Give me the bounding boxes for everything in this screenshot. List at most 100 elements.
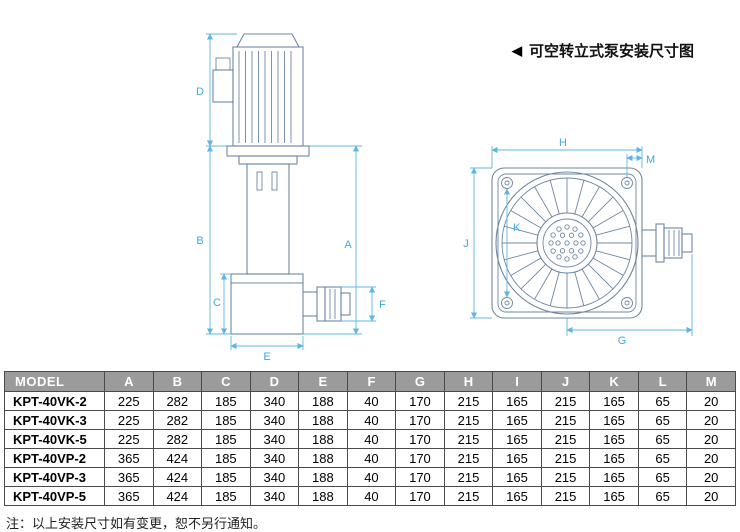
value-cell: 165	[492, 448, 542, 468]
value-cell: 65	[637, 486, 688, 506]
header-cell: F	[346, 371, 397, 392]
dim-label-h: H	[559, 137, 567, 149]
value-cell: 165	[589, 448, 639, 468]
value-cell: 170	[395, 391, 445, 411]
model-cell: KPT-40VK-5	[4, 429, 105, 449]
diagram-title-text: 可空转立式泵安装尺寸图	[529, 43, 695, 60]
value-cell: 40	[346, 410, 397, 430]
value-cell: 340	[249, 429, 300, 449]
dim-label-m: M	[646, 154, 655, 166]
value-cell: 20	[686, 391, 736, 411]
value-cell: 40	[346, 391, 397, 411]
value-cell: 215	[540, 467, 591, 487]
header-cell: L	[637, 371, 688, 392]
diagram-title: ◀ 可空转立式泵安装尺寸图	[512, 40, 694, 61]
dim-label-f: F	[379, 299, 386, 311]
value-cell: 215	[443, 467, 494, 487]
value-cell: 215	[443, 429, 494, 449]
value-cell: 170	[395, 429, 445, 449]
fan-guard	[495, 171, 639, 315]
value-cell: 40	[346, 486, 397, 506]
dim-label-k: K	[513, 222, 521, 234]
value-cell: 215	[540, 429, 591, 449]
value-cell: 424	[152, 467, 203, 487]
value-cell: 165	[589, 391, 639, 411]
value-cell: 40	[346, 448, 397, 468]
pump-top-view: H M J K G	[463, 137, 693, 347]
value-cell: 20	[686, 429, 736, 449]
pump-column	[226, 145, 310, 275]
dim-label-c: C	[213, 297, 221, 309]
value-cell: 215	[443, 410, 494, 430]
header-cell-model: MODEL	[4, 371, 105, 392]
model-cell: KPT-40VK-3	[4, 410, 105, 430]
value-cell: 65	[637, 448, 688, 468]
dim-label-a: A	[344, 239, 352, 251]
value-cell: 340	[249, 467, 300, 487]
value-cell: 188	[298, 410, 348, 430]
value-cell: 188	[298, 467, 348, 487]
drawing-area: D B C A F	[196, 33, 695, 363]
side-view-dimensions: D B C A F	[196, 33, 386, 363]
dim-label-j: J	[463, 238, 469, 250]
model-cell: KPT-40VK-2	[4, 391, 105, 411]
header-cell: J	[540, 371, 591, 392]
value-cell: 65	[637, 429, 688, 449]
value-cell: 340	[249, 410, 300, 430]
value-cell: 225	[104, 410, 154, 430]
value-cell: 424	[152, 486, 203, 506]
value-cell: 282	[152, 410, 203, 430]
value-cell: 185	[201, 391, 251, 411]
value-cell: 20	[686, 467, 736, 487]
header-cell: G	[395, 371, 445, 392]
header-cell: M	[686, 371, 736, 392]
value-cell: 20	[686, 410, 736, 430]
value-cell: 424	[152, 448, 203, 468]
pump-dimension-drawing: D B C A F	[196, 33, 693, 363]
left-triangle-icon: ◀	[512, 43, 522, 58]
header-cell: I	[492, 371, 542, 392]
value-cell: 215	[443, 391, 494, 411]
terminal-box	[212, 69, 234, 103]
value-cell: 188	[298, 429, 348, 449]
value-cell: 282	[152, 391, 203, 411]
hub-vent-holes	[548, 224, 586, 262]
value-cell: 188	[298, 486, 348, 506]
model-cell: KPT-40VP-3	[4, 467, 105, 487]
motor-assembly	[212, 33, 304, 147]
value-cell: 165	[492, 391, 542, 411]
value-cell: 365	[104, 486, 154, 506]
value-cell: 340	[249, 448, 300, 468]
value-cell: 165	[589, 410, 639, 430]
value-cell: 20	[686, 486, 736, 506]
value-cell: 65	[637, 410, 688, 430]
value-cell: 185	[201, 429, 251, 449]
value-cell: 170	[395, 467, 445, 487]
dim-label-g: G	[618, 335, 627, 347]
dim-label-d: D	[196, 86, 204, 98]
header-cell: B	[152, 371, 203, 392]
value-cell: 185	[201, 486, 251, 506]
value-cell: 65	[637, 467, 688, 487]
header-cell: K	[589, 371, 639, 392]
fan-spokes	[502, 178, 632, 308]
outlet-port-side	[303, 286, 351, 322]
value-cell: 40	[346, 429, 397, 449]
value-cell: 225	[104, 429, 154, 449]
pump-side-view: D B C A F	[196, 33, 386, 363]
model-cell: KPT-40VP-5	[4, 486, 105, 506]
value-cell: 215	[540, 410, 591, 430]
value-cell: 215	[540, 448, 591, 468]
pump-base	[230, 273, 304, 335]
value-cell: 215	[443, 448, 494, 468]
value-cell: 340	[249, 391, 300, 411]
value-cell: 165	[492, 429, 542, 449]
value-cell: 215	[540, 486, 591, 506]
top-view-dimensions: H M J K G	[463, 137, 693, 347]
value-cell: 170	[395, 448, 445, 468]
